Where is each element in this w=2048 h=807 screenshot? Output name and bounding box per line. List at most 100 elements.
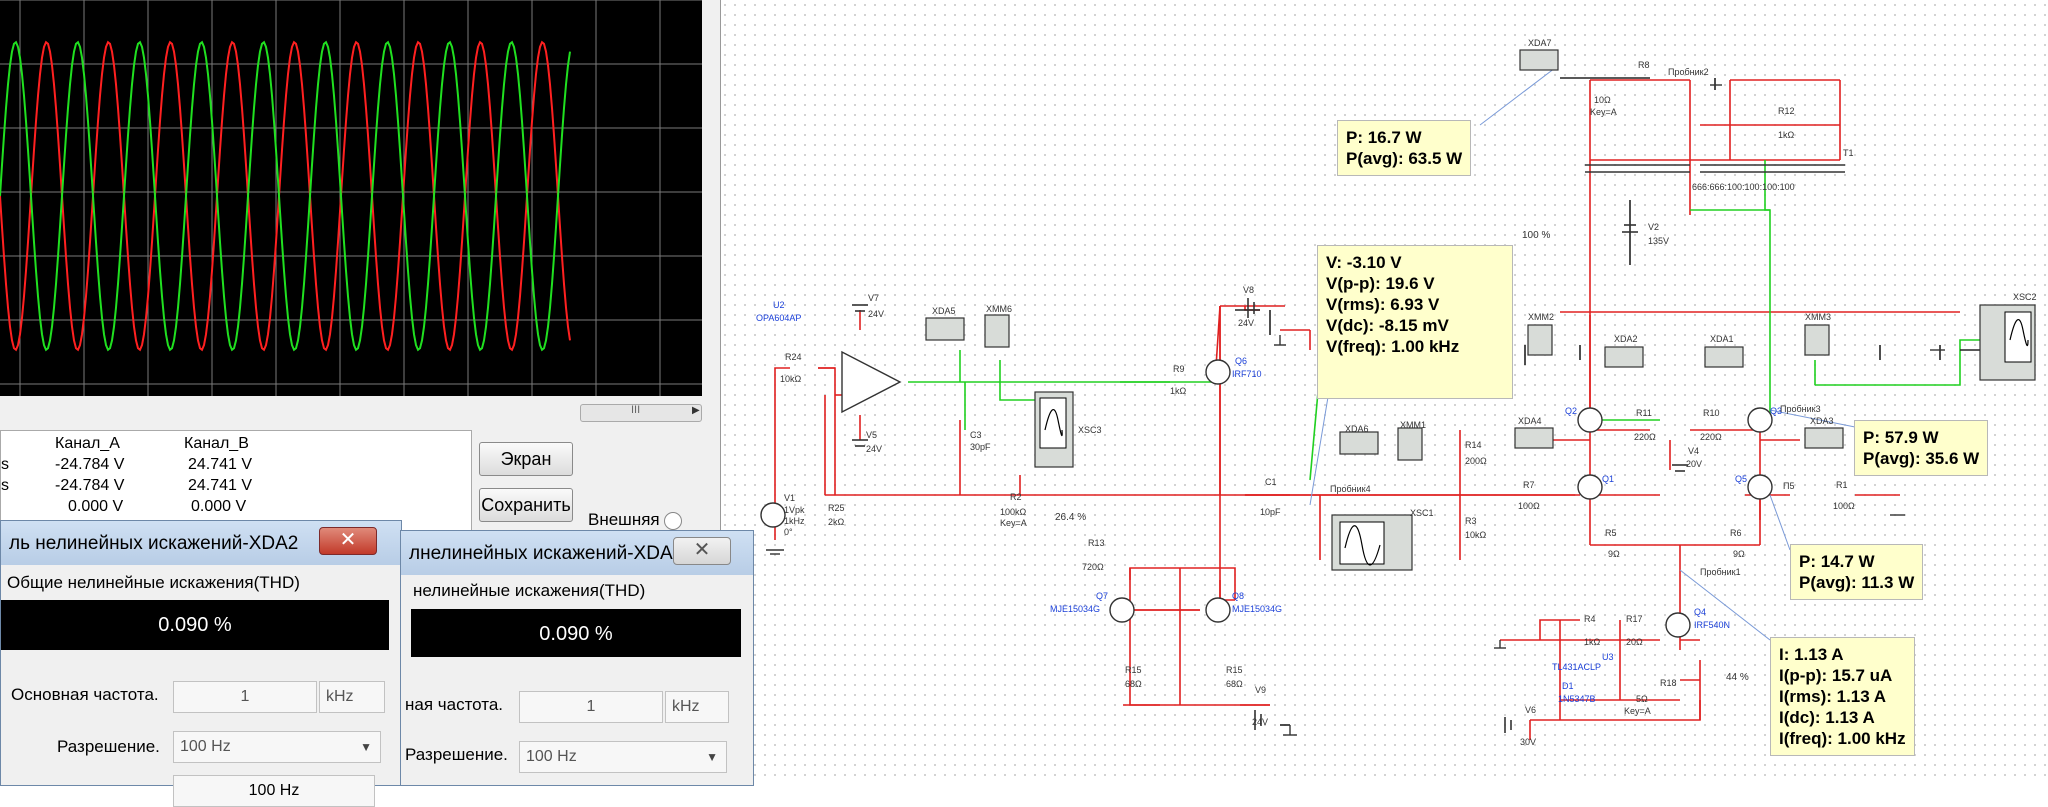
label-pct44: 44 % bbox=[1726, 672, 1749, 683]
probe-value: V(p-p): 19.6 V bbox=[1326, 274, 1435, 293]
label-v9-val: 24V bbox=[1252, 717, 1269, 727]
label-r15a: R15 bbox=[1125, 665, 1142, 675]
label-r17-val: 20Ω bbox=[1626, 637, 1643, 647]
probe-value: I(p-p): 15.7 uA bbox=[1779, 666, 1893, 685]
close-icon[interactable]: ✕ bbox=[673, 537, 731, 565]
resolution-select[interactable]: 100 Hz ▼ bbox=[173, 731, 381, 763]
fundamental-input[interactable]: 1 bbox=[519, 691, 663, 723]
label-v1-val-0: 1Vpk bbox=[784, 505, 805, 515]
label-r5-val: 9Ω bbox=[1608, 549, 1620, 559]
scroll-thumb-grip: III bbox=[631, 404, 641, 416]
resolution-select[interactable]: 100 Hz ▼ bbox=[519, 741, 727, 773]
label-r13-val: 720Ω bbox=[1082, 562, 1104, 572]
cell-a: -24.784 V bbox=[55, 456, 125, 473]
label-r9-val: 1kΩ bbox=[1170, 386, 1187, 396]
label-v2-val: 135V bbox=[1648, 236, 1670, 246]
label-q5: Q5 bbox=[1735, 474, 1748, 484]
label-r8-val-1: Key=A bbox=[1590, 107, 1617, 117]
probe-value: I: 1.13 A bbox=[1779, 645, 1844, 664]
horizontal-scrollbar[interactable]: III bbox=[580, 404, 702, 422]
label-r2-pct: 26.4 % bbox=[1055, 512, 1087, 523]
label-r17: R17 bbox=[1626, 614, 1643, 624]
external-radio[interactable] bbox=[664, 512, 682, 530]
label-xmm6: XMM6 bbox=[986, 304, 1013, 314]
label-q8-part: MJE15034G bbox=[1232, 604, 1283, 614]
row-label: s bbox=[1, 456, 9, 473]
label-r12-val: 1kΩ bbox=[1778, 130, 1795, 140]
label-r10-val: 220Ω bbox=[1700, 432, 1722, 442]
scroll-right-arrow-icon[interactable]: ▶ bbox=[692, 405, 700, 416]
label-q7-part: MJE15034G bbox=[1050, 604, 1101, 614]
probe-power-top[interactable]: P: 16.7 W P(avg): 63.5 W bbox=[1337, 120, 1472, 176]
label-r14-val: 200Ω bbox=[1465, 456, 1487, 466]
thd-header: Общие нелинейные искажения(THD) bbox=[7, 573, 300, 592]
close-icon[interactable]: ✕ bbox=[319, 527, 377, 555]
label-q3: Q3 bbox=[1770, 406, 1783, 416]
thd-window-xda2[interactable]: ль нелинейных искажений-XDA2 ✕ Общие нел… bbox=[0, 520, 402, 807]
label-p5: П5 bbox=[1783, 481, 1795, 491]
label-r12: R12 bbox=[1778, 106, 1795, 116]
oscilloscope-screen bbox=[0, 0, 702, 396]
label-r15b: R15 bbox=[1226, 665, 1243, 675]
label-xda5: XDA5 bbox=[932, 306, 956, 316]
oscilloscope-window[interactable]: III ▶ Канал_A Канал_B s -24.784 V 24.741… bbox=[0, 0, 721, 562]
probe-value: P: 57.9 W bbox=[1863, 428, 1939, 447]
label-probe2: Пробник2 bbox=[1668, 67, 1709, 77]
label-c3: C3 bbox=[970, 430, 982, 440]
probe-value: V: -3.10 V bbox=[1326, 253, 1402, 272]
label-v7-val: 24V bbox=[868, 309, 885, 319]
probe-value: P(avg): 63.5 W bbox=[1346, 149, 1463, 168]
fundamental-unit: kHz bbox=[319, 681, 385, 713]
thd-window-xda1[interactable]: лнелинейных искажений-XDA1 ✕ нелинейные … bbox=[400, 530, 754, 786]
probe-value: P(avg): 35.6 W bbox=[1863, 449, 1980, 468]
label-r15a-val: 68Ω bbox=[1125, 679, 1142, 689]
chevron-down-icon: ▼ bbox=[360, 740, 372, 754]
save-button[interactable]: Сохранить bbox=[479, 488, 573, 522]
probe-value: I(freq): 1.00 kHz bbox=[1779, 729, 1906, 748]
fundamental-unit: kHz bbox=[665, 691, 729, 723]
next-field[interactable]: 100 Hz bbox=[173, 775, 375, 807]
cell-a: 0.000 V bbox=[68, 498, 124, 515]
cell-a: -24.784 V bbox=[55, 477, 125, 494]
label-pct100: 100 % bbox=[1522, 230, 1551, 241]
label-q1: Q1 bbox=[1602, 474, 1615, 484]
thd-value-display: 0.090 % bbox=[411, 609, 741, 657]
label-r18: R18 bbox=[1660, 678, 1677, 688]
label-q4: Q4 bbox=[1694, 607, 1707, 617]
label-v7: V7 bbox=[868, 293, 880, 303]
label-v8: V8 bbox=[1243, 285, 1255, 295]
label-v1-val-2: 0° bbox=[784, 527, 793, 537]
screen-button[interactable]: Экран bbox=[479, 442, 573, 476]
label-probe3: Пробник3 bbox=[1780, 404, 1821, 414]
label-xda3: XDA3 bbox=[1810, 416, 1834, 426]
label-xmm1: XMM1 bbox=[1400, 420, 1427, 430]
thd-header: нелинейные искажения(THD) bbox=[413, 581, 646, 600]
probe-current-bottom[interactable]: I: 1.13 A I(p-p): 15.7 uA I(rms): 1.13 A… bbox=[1770, 637, 1915, 756]
label-xsc2: XSC2 bbox=[2013, 292, 2037, 302]
label-xda1: XDA1 bbox=[1710, 334, 1734, 344]
channel-a-trace bbox=[0, 40, 571, 352]
fundamental-input[interactable]: 1 bbox=[173, 681, 317, 713]
cell-b: 24.741 V bbox=[188, 456, 253, 473]
label-r2-val-1: Key=A bbox=[1000, 518, 1027, 528]
label-c1: C1 bbox=[1265, 477, 1277, 487]
label-probe1: Пробник1 bbox=[1700, 567, 1741, 577]
row-label: s bbox=[1, 477, 9, 494]
probe-power-right[interactable]: P: 57.9 W P(avg): 35.6 W bbox=[1854, 420, 1989, 476]
label-v8-val: 24V bbox=[1238, 318, 1255, 328]
label-r25-val: 2kΩ bbox=[828, 517, 845, 527]
resolution-label: Разрешение. bbox=[57, 737, 160, 756]
probe-value: V(rms): 6.93 V bbox=[1326, 295, 1440, 314]
probe-value: V(freq): 1.00 kHz bbox=[1326, 337, 1460, 356]
probe-voltage-mid[interactable]: V: -3.10 V V(p-p): 19.6 V V(rms): 6.93 V… bbox=[1317, 245, 1513, 399]
label-xsc1: XSC1 bbox=[1410, 508, 1434, 518]
label-q8: Q8 bbox=[1232, 591, 1245, 601]
probe-value: I(rms): 1.13 A bbox=[1779, 687, 1887, 706]
fundamental-label: ная частота. bbox=[405, 695, 504, 714]
label-q2: Q2 bbox=[1565, 406, 1578, 416]
label-r24-val: 10kΩ bbox=[780, 374, 802, 384]
label-d1: D1 bbox=[1562, 681, 1574, 691]
label-r3-val: 10kΩ bbox=[1465, 530, 1487, 540]
probe-power-right-2[interactable]: P: 14.7 W P(avg): 11.3 W bbox=[1790, 544, 1924, 600]
label-q4-part: IRF540N bbox=[1694, 620, 1731, 630]
